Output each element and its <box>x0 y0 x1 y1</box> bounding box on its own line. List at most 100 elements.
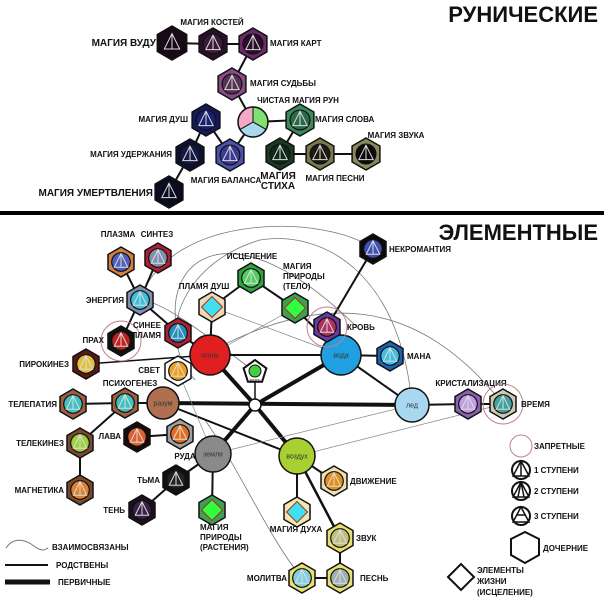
node-center[interactable] <box>248 398 262 412</box>
node-ogon[interactable]: огонь <box>189 334 231 376</box>
tier-triangle-icon <box>332 528 348 544</box>
life-label: жизнь <box>249 377 260 382</box>
node-molitva[interactable]: МОЛИТВА <box>247 562 316 594</box>
node-balans[interactable]: МАГИЯ БАЛАНСА <box>191 138 262 185</box>
node-kart[interactable]: МАГИЯ КАРТ <box>238 27 322 61</box>
node-zvuk[interactable]: ЗВУК <box>326 522 376 554</box>
forbidden-ring-icon <box>482 383 524 425</box>
life-diamond-icon <box>283 296 307 320</box>
node-magnetika[interactable]: МАГНЕТИКА <box>15 474 94 506</box>
node-label: СИНТЕЗ <box>141 230 174 239</box>
node-umertv[interactable]: МАГИЯ УМЕРТВЛЕНИЯ <box>39 175 184 209</box>
node-label: МАГИЯ <box>283 262 312 271</box>
legend-related: РОДСТВЕНЫ <box>56 561 108 570</box>
node-ten[interactable]: ТЕНЬ <box>103 494 156 526</box>
node-nekro[interactable]: НЕКРОМАНТИЯ <box>359 233 451 265</box>
node-zvuka[interactable]: МАГИЯ ЗВУКА <box>351 131 425 171</box>
edge-razum-vozduh <box>162 402 298 457</box>
node-vudu[interactable]: МАГИЯ ВУДУ <box>92 25 188 61</box>
node-tma[interactable]: ТЬМА <box>137 464 190 496</box>
edge-voda-plamya_dush <box>211 306 342 356</box>
node-label: МАГИЯ УДЕРЖАНИЯ <box>90 150 172 159</box>
legend-tier1: 1 СТУПЕНИ <box>534 466 579 475</box>
tier-triangle-icon <box>271 144 289 161</box>
node-pesn[interactable]: ПЕСНЬ <box>326 562 389 594</box>
node-kostei[interactable]: МАГИЯ КОСТЕЙ <box>180 18 244 61</box>
life-diamond-icon <box>200 295 224 319</box>
legend-child: ДОЧЕРНИЕ <box>543 544 589 553</box>
node-ruda[interactable]: РУДА <box>166 418 196 461</box>
node-label: (ТЕЛО) <box>283 282 311 291</box>
node-lava[interactable]: ЛАВА <box>98 421 151 453</box>
node-razum[interactable]: разум <box>146 386 180 420</box>
node-dush[interactable]: МАГИЯ ДУШ <box>138 103 221 137</box>
node-label: МАГИЯ УМЕРТВЛЕНИЯ <box>39 188 154 199</box>
tier-triangle-icon <box>132 290 148 306</box>
node-psihogenez[interactable]: ПСИХОГЕНЕЗ <box>103 379 158 419</box>
edge-razum-led <box>162 401 413 407</box>
node-mana[interactable]: МАНА <box>376 340 431 372</box>
node-plamya_dush[interactable]: ПЛАМЯ ДУШ <box>179 282 230 323</box>
tier-triangle-icon <box>460 394 476 410</box>
node-label: ПСИХОГЕНЕЗ <box>103 379 158 388</box>
node-krov[interactable]: КРОВЬ <box>306 306 375 348</box>
node-uderzh[interactable]: МАГИЯ УДЕРЖАНИЯ <box>90 138 205 172</box>
node-label: ИСЦЕЛЕНИЕ <box>227 252 278 261</box>
node-dvizhenie[interactable]: ДВИЖЕНИЕ <box>320 465 397 497</box>
interlink-curve <box>174 253 361 334</box>
element-label: огонь <box>201 353 219 360</box>
legend-life-3: (ИСЦЕЛЕНИЕ) <box>477 588 533 597</box>
forbidden-ring-icon <box>100 320 142 362</box>
node-pirokinez[interactable]: ПИРОКИНЕЗ <box>19 348 100 380</box>
node-pesni[interactable]: МАГИЯ ПЕСНИ <box>305 137 365 183</box>
node-label: МАГИЯ БАЛАНСА <box>191 176 262 185</box>
node-kristal[interactable]: КРИСТАЛИЗАЦИЯ <box>435 379 507 420</box>
node-prah[interactable]: ПРАХ <box>83 320 142 362</box>
node-plazma[interactable]: ПЛАЗМА <box>101 230 136 278</box>
node-voda[interactable]: вода <box>320 334 362 376</box>
node-telepatiya[interactable]: ТЕЛЕПАТИЯ <box>8 388 87 420</box>
tier-triangle-icon <box>357 144 375 161</box>
node-label: МАГИЯ ЗВУКА <box>368 131 425 140</box>
tier-triangle-icon <box>170 361 186 377</box>
legend-interlinked: ВЗАИМОСВЯЗАНЫ <box>52 543 129 552</box>
node-energiya[interactable]: ЭНЕРГИЯ <box>86 284 154 316</box>
interlink-curve <box>177 312 504 405</box>
node-duh[interactable]: МАГИЯ ДУХА <box>270 496 323 534</box>
node-iscelenie[interactable]: ИСЦЕЛЕНИЕ <box>227 252 278 294</box>
node-zhizn[interactable]: жизнь <box>242 358 268 383</box>
life-circle-icon <box>248 364 262 378</box>
node-led[interactable]: лед <box>394 387 430 423</box>
node-telekinez[interactable]: ТЕЛЕКИНЕЗ <box>16 427 94 459</box>
node-label: МАГИЯ <box>200 523 229 532</box>
node-label: ТЬМА <box>137 476 160 485</box>
node-sintez[interactable]: СИНТЕЗ <box>141 230 174 274</box>
pure-rune-circle-icon <box>237 106 269 138</box>
node-label: МАГИЯ КАРТ <box>270 39 322 48</box>
node-label: МАГИЯ СЛОВА <box>315 115 374 124</box>
node-slova[interactable]: МАГИЯ СЛОВА <box>285 103 374 137</box>
node-label: КРОВЬ <box>347 323 375 332</box>
node-vozduh[interactable]: воздух <box>278 437 316 475</box>
node-label: ЭНЕРГИЯ <box>86 296 124 305</box>
element-circle-icon <box>248 398 262 412</box>
life-diamond-icon <box>200 498 224 522</box>
legend-life-diamond-icon <box>446 562 476 592</box>
node-label: ЗВУК <box>356 534 376 543</box>
node-svet[interactable]: СВЕТ <box>138 355 192 387</box>
node-label: МАНА <box>407 352 431 361</box>
node-vremya[interactable]: ВРЕМЯ <box>482 383 550 425</box>
node-sudby[interactable]: МАГИЯ СУДЬБЫ <box>217 67 316 101</box>
node-runes[interactable]: ЧИСТАЯ МАГИЯ РУН <box>237 96 339 138</box>
node-label: СВЕТ <box>138 366 160 375</box>
tier-triangle-icon <box>365 239 381 255</box>
element-circle-icon <box>278 437 316 475</box>
node-zemlya[interactable]: земля <box>194 435 232 473</box>
tier-triangle-icon <box>326 471 342 487</box>
